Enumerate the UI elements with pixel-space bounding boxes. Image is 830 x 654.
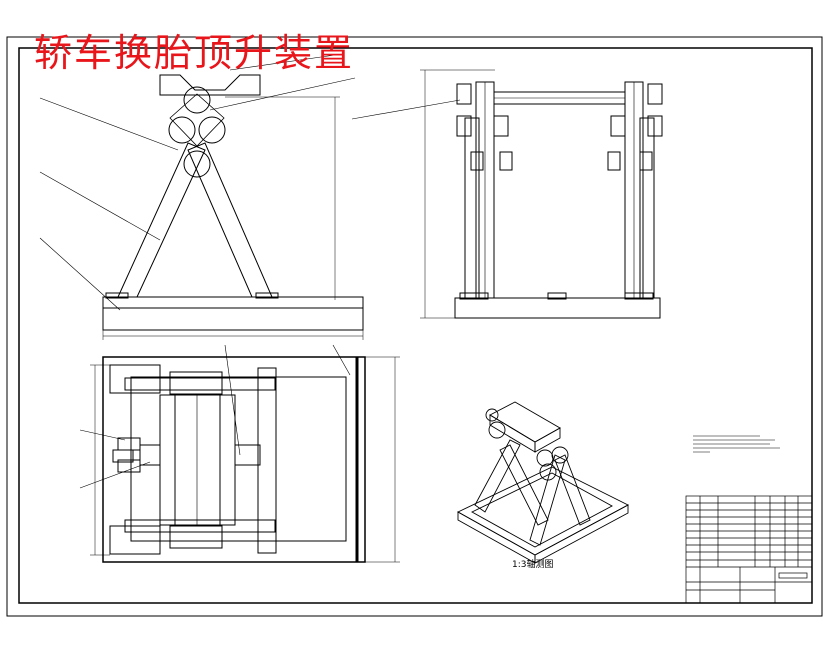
isometric-view [457,401,629,564]
leg-left [117,142,206,298]
title-block [685,495,813,604]
top-drum [159,394,236,526]
side-base [454,297,661,319]
drawing-title: 轿车换胎顶升装置 [34,31,355,75]
technical-notes [693,435,780,453]
outer-frame [6,36,823,617]
side-view [351,69,663,319]
top-view [79,344,400,563]
saddle [159,74,261,96]
front-view [39,54,364,340]
inner-frame [18,47,813,604]
roller-bottom [183,150,211,178]
roller-left [168,116,196,144]
isometric-view-caption: 1:3轴测图 [512,560,554,570]
roller-top [183,86,211,114]
leg-right [187,142,273,298]
roller-right [198,116,226,144]
top-base-outer [102,356,366,563]
base-plate [102,296,364,331]
